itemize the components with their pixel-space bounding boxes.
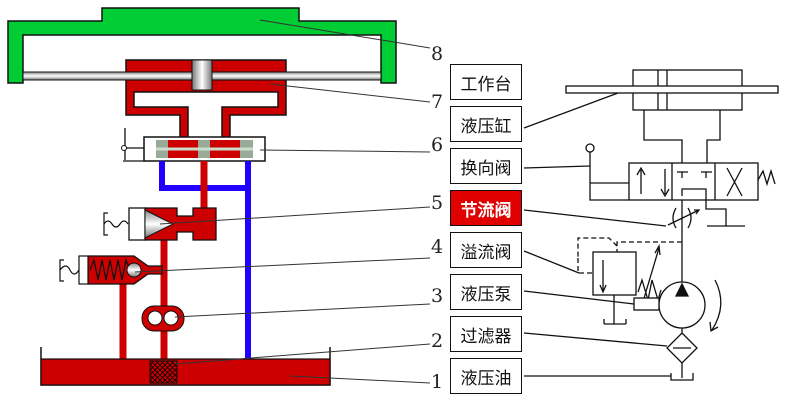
label-directional-valve: 换向阀	[450, 148, 522, 184]
number-4: 4	[431, 236, 444, 258]
relief-valve	[59, 255, 163, 285]
number-1: 1	[431, 371, 444, 393]
number-6: 6	[431, 134, 444, 156]
label-hydraulic-pump: 液压泵	[450, 274, 522, 310]
number-8: 8	[431, 43, 444, 65]
label-relief-valve: 溢流阀	[450, 232, 522, 268]
label-worktable: 工作台	[450, 64, 522, 100]
number-2: 2	[431, 330, 444, 352]
number-5: 5	[431, 192, 444, 214]
label-hydraulic-cylinder: 液压缸	[450, 106, 522, 142]
number-3: 3	[431, 285, 444, 307]
label-throttle-valve: 节流阀	[450, 190, 522, 226]
directional-valve	[121, 128, 266, 162]
filter	[149, 360, 178, 384]
label-filter: 过滤器	[450, 316, 522, 352]
leader-lines	[134, 19, 431, 384]
number-7: 7	[431, 91, 444, 113]
throttle-valve	[103, 207, 217, 241]
gear-pump	[141, 305, 185, 332]
hydraulic-symbol-diagram	[523, 69, 779, 381]
label-hydraulic-oil: 液压油	[450, 358, 522, 394]
hydraulic-cylinder	[22, 59, 382, 139]
